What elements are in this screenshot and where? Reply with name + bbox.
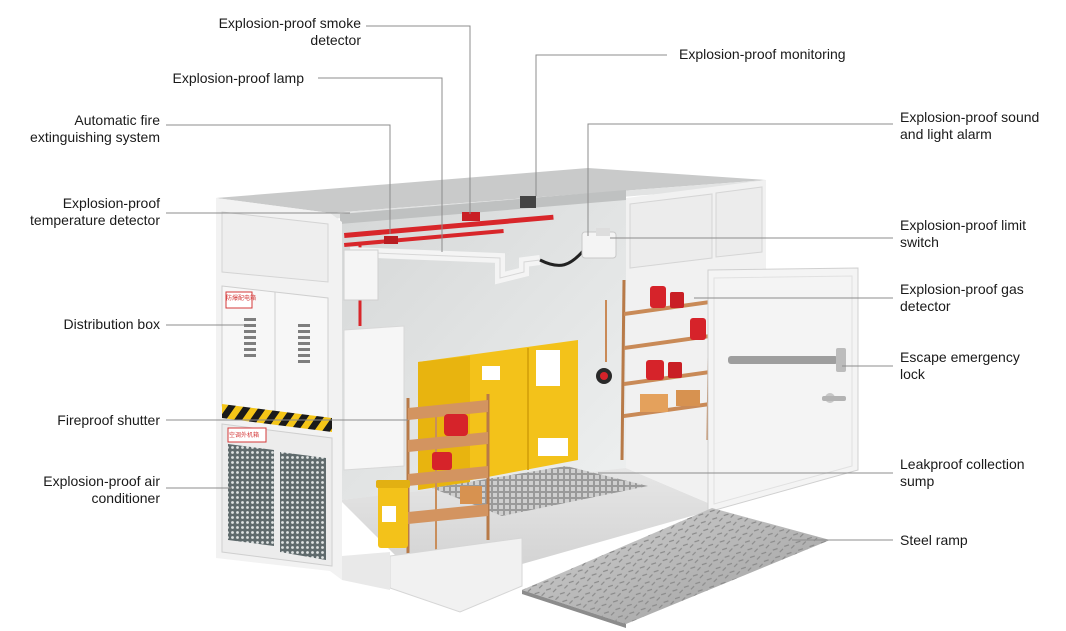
distribution-box — [222, 286, 328, 418]
label-temperature-detector: Explosion-proof temperature detector — [30, 195, 160, 229]
right-wall-panel — [630, 194, 712, 268]
label-distribution-box: Distribution box — [64, 316, 161, 333]
waste-can — [376, 480, 410, 548]
white-cabinet — [344, 326, 404, 470]
ac-sign: 空调外机箱 — [229, 430, 259, 439]
label-gas-detector: Explosion-proof gas detector — [900, 281, 1024, 315]
left-wall-top-panel — [222, 212, 328, 282]
label-smoke-detector: Explosion-proof smoke detector — [219, 15, 361, 49]
label-collection-sump: Leakproof collection sump — [900, 456, 1025, 490]
label-sound-light-alarm: Explosion-proof sound and light alarm — [900, 109, 1039, 143]
right-wall-panel-2 — [716, 187, 762, 257]
label-escape-lock: Escape emergency lock — [900, 349, 1020, 383]
air-conditioner — [222, 424, 332, 566]
label-monitoring: Explosion-proof monitoring — [679, 46, 846, 63]
label-air-conditioner: Explosion-proof air conditioner — [43, 473, 160, 507]
distribution-box-sign: 防爆配电箱 — [226, 293, 256, 302]
alarm-device — [582, 228, 616, 258]
label-fireproof-shutter: Fireproof shutter — [57, 412, 160, 429]
open-door — [708, 268, 858, 512]
label-fire-extinguishing: Automatic fire extinguishing system — [30, 112, 160, 146]
label-limit-switch: Explosion-proof limit switch — [900, 217, 1026, 251]
label-lamp: Explosion-proof lamp — [172, 70, 304, 87]
front-low-wall-cap — [342, 552, 390, 590]
label-steel-ramp: Steel ramp — [900, 532, 968, 549]
